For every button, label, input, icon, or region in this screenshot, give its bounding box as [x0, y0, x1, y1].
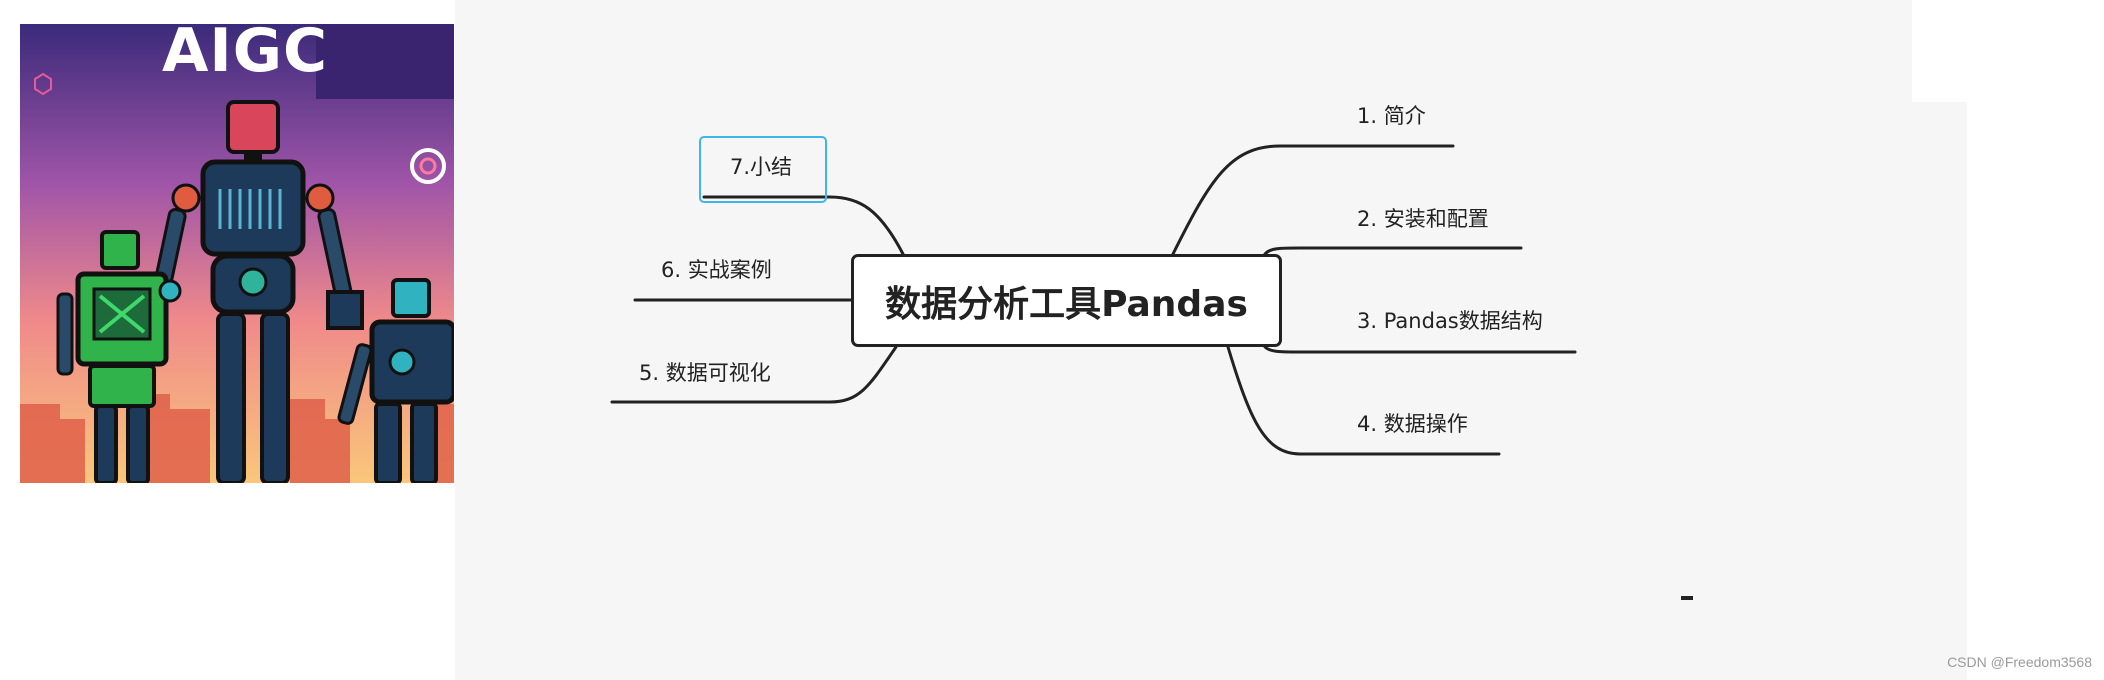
link-branch-3	[1263, 345, 1577, 354]
robot-illustration-icon	[20, 24, 454, 483]
text-cursor-mark	[1681, 596, 1693, 600]
link-branch-5	[610, 345, 898, 404]
mindmap-node-install[interactable]: 2. 安装和配置	[1357, 207, 1489, 231]
link-branch-7	[702, 195, 905, 256]
thumbnail-title: AIGC	[162, 24, 329, 86]
mindmap-canvas-extension	[1912, 102, 1967, 680]
link-branch-1	[1171, 144, 1455, 256]
link-branch-4	[1226, 345, 1501, 456]
mindmap-node-case-study[interactable]: 6. 实战案例	[661, 258, 772, 282]
mindmap-node-intro[interactable]: 1. 简介	[1357, 104, 1426, 128]
mindmap-node-summary[interactable]: 7.小结	[730, 155, 793, 179]
link-branch-2	[1263, 246, 1523, 256]
csdn-watermark: CSDN @Freedom3568	[1947, 654, 2092, 670]
aigc-robot-thumbnail: AIGC	[20, 24, 454, 483]
mindmap-root-node[interactable]: 数据分析工具Pandas	[851, 254, 1282, 347]
mindmap-node-visualization[interactable]: 5. 数据可视化	[639, 361, 771, 385]
mindmap-node-data-ops[interactable]: 4. 数据操作	[1357, 412, 1468, 436]
mindmap-node-data-structures[interactable]: 3. Pandas数据结构	[1357, 309, 1543, 333]
mindmap-selection-outline	[699, 136, 827, 203]
